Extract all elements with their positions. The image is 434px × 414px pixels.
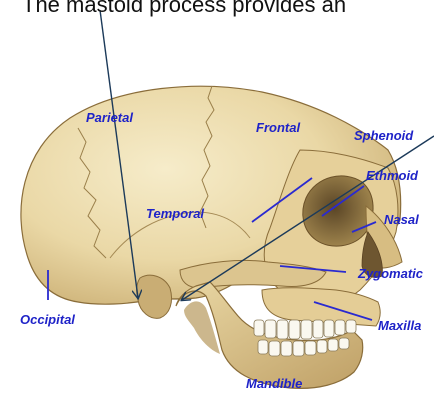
label-frontal: Frontal xyxy=(256,120,300,135)
caption-text: The mastoid process provides an xyxy=(22,0,346,18)
label-zygomatic: Zygomatic xyxy=(358,266,423,281)
label-maxilla: Maxilla xyxy=(378,318,421,333)
label-temporal: Temporal xyxy=(146,206,204,221)
label-mandible: Mandible xyxy=(246,376,302,391)
label-parietal: Parietal xyxy=(86,110,133,125)
label-sphenoid: Sphenoid xyxy=(354,128,413,143)
label-ethmoid: Ethmoid xyxy=(366,168,418,183)
label-occipital: Occipital xyxy=(20,312,75,327)
label-nasal: Nasal xyxy=(384,212,419,227)
